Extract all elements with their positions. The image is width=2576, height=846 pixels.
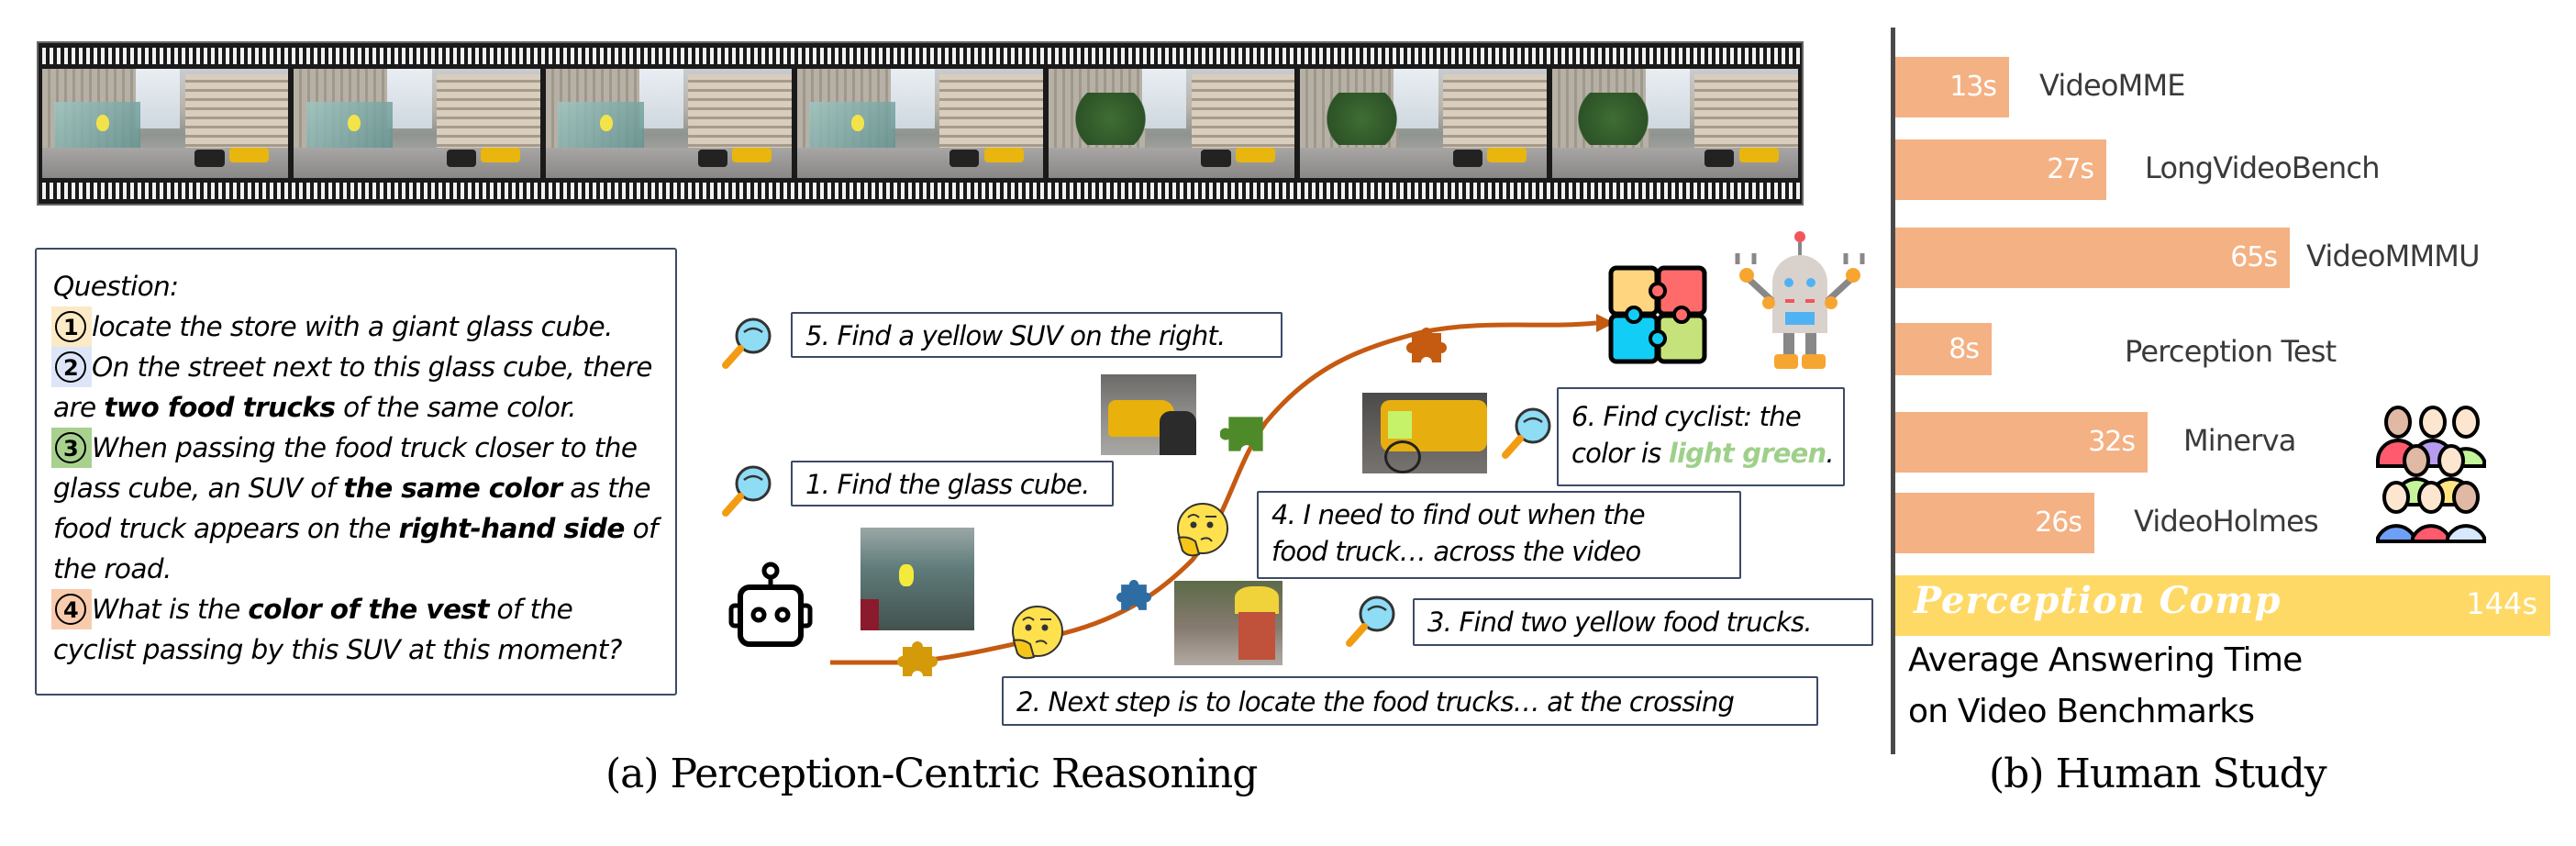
bar-videommmu: 65s	[1895, 228, 2290, 288]
question-heading: Question:	[53, 271, 179, 302]
chart-axis	[1891, 28, 1895, 754]
step-3-box: 3. Find two yellow food trucks.	[1413, 598, 1873, 646]
question-text: of the cyclist passing by this SUV at th…	[53, 594, 622, 665]
thinking-face-icon	[1012, 606, 1063, 660]
people-group-icon	[2376, 406, 2486, 543]
arrow-head-icon	[1596, 314, 1615, 332]
question-text: of the same color.	[335, 392, 576, 423]
bar-videoholmes: 26s	[1895, 493, 2094, 553]
puzzle-piece-icon	[1116, 579, 1152, 610]
step-6-line2: color is light green.	[1571, 435, 1835, 472]
bar-value-perception-comp: 144s	[2466, 586, 2537, 621]
answer-light-green: light green	[1668, 438, 1827, 469]
question-text: of the road.	[53, 513, 658, 584]
bar-label: VideoMMMU	[2306, 239, 2481, 273]
question-text: locate the store with a giant glass cube…	[92, 311, 613, 342]
question-text: as the food truck appears on the	[53, 473, 650, 544]
thumbnail-glass-cube	[861, 528, 974, 630]
robot-outline-icon	[728, 562, 813, 647]
chart-title: Average Answering Time on Video Benchmar…	[1908, 635, 2303, 738]
chart-title-line2: on Video Benchmarks	[1908, 693, 2255, 730]
bar-videomme: 13s	[1895, 57, 2009, 117]
question-text: When passing the food truck closer to th…	[53, 432, 638, 504]
thumbnail-yellow-suv	[1101, 374, 1196, 455]
step-2-box: 2. Next step is to locate the food truck…	[1002, 676, 1818, 726]
puzzle-piece-icon	[897, 641, 938, 676]
bar-perception-test: 8s	[1895, 323, 1992, 375]
bar-label: LongVideoBench	[2145, 150, 2381, 185]
bar-label: VideoHolmes	[2134, 504, 2319, 539]
video-frame	[1551, 69, 1798, 178]
emphasis-text: the same color	[343, 473, 562, 504]
step-4-box: 4. I need to find out when the food truc…	[1257, 491, 1741, 579]
question-text: On the street next to this glass cube, t…	[53, 351, 652, 423]
bar-label: VideoMME	[2039, 68, 2186, 103]
bar-longvideobench: 27s	[1895, 139, 2106, 200]
step-6-suffix: .	[1826, 438, 1834, 469]
step-number-badge: 2	[51, 347, 92, 387]
caption-a: (a) Perception-Centric Reasoning	[605, 751, 1258, 797]
magnifier-icon	[1502, 407, 1551, 459]
puzzle-piece-icon	[1406, 328, 1447, 362]
thumbnail-food-trucks	[1174, 581, 1282, 665]
bar-label: Minerva	[2183, 423, 2296, 458]
step-number-badge: 3	[51, 428, 92, 468]
thinking-face-icon	[1177, 503, 1228, 557]
bar-minerva: 32s	[1895, 412, 2148, 473]
puzzle-piece-icon	[1220, 417, 1263, 451]
step-4-line1: 4. I need to find out when the	[1271, 499, 1646, 530]
question-text: What is the	[92, 594, 249, 625]
step-number-badge: 4	[51, 589, 92, 629]
emphasis-text: two food trucks	[104, 392, 336, 423]
step-5-box: 5. Find a yellow SUV on the right.	[791, 312, 1282, 358]
video-frame	[796, 69, 1044, 178]
bar-label: Perception Test	[2125, 334, 2337, 369]
robot-color-icon	[1735, 231, 1865, 369]
step-4-line2: food truck… across the video	[1271, 536, 1641, 567]
video-frame	[1300, 69, 1547, 178]
video-frames	[42, 69, 1798, 178]
step-6-line1: 6. Find cyclist: the	[1571, 401, 1802, 432]
bar-perception-comp: Perception Comp 144s	[1895, 575, 2550, 636]
film-perforations-top	[39, 48, 1802, 64]
magnifier-icon	[1346, 596, 1395, 647]
video-frame	[42, 69, 289, 178]
bar-label-perception-comp: Perception Comp	[1914, 579, 2282, 622]
emphasis-text: color of the vest	[248, 594, 489, 625]
step-6-box: 6. Find cyclist: the color is light gree…	[1557, 387, 1845, 486]
magnifier-icon	[722, 317, 772, 369]
film-perforations-bottom	[39, 183, 1802, 199]
step-1-box: 1. Find the glass cube.	[791, 461, 1114, 506]
magnifier-icon	[722, 465, 772, 517]
caption-b: (b) Human Study	[1989, 751, 2327, 797]
step-number-badge: 1	[51, 306, 92, 347]
emphasis-text: right-hand side	[398, 513, 626, 544]
video-film-strip	[37, 41, 1804, 206]
step-6-prefix: color is	[1571, 438, 1669, 469]
video-frame	[545, 69, 792, 178]
video-frame	[294, 69, 540, 178]
completed-puzzle-icon	[1608, 265, 1707, 364]
video-frame	[1049, 69, 1295, 178]
thumbnail-cyclist	[1362, 393, 1487, 473]
chart-title-line1: Average Answering Time	[1908, 641, 2303, 679]
